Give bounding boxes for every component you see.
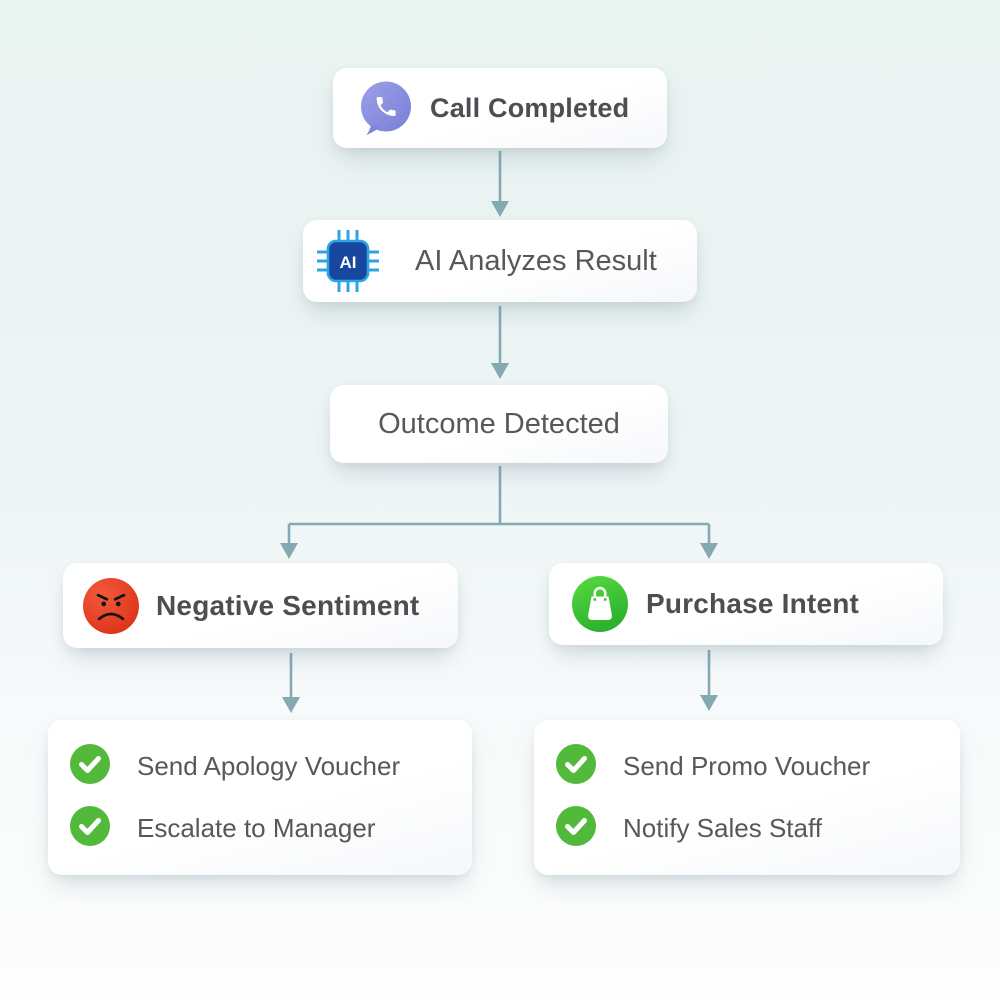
node-ai-analyzes-label: AI Analyzes Result xyxy=(415,244,657,277)
ai-chip-icon: AI xyxy=(316,229,380,293)
shopping-bag-icon xyxy=(571,575,629,633)
node-purchase-intent: Purchase Intent xyxy=(549,563,943,645)
check-circle-icon xyxy=(556,805,596,851)
arrowhead-ai-to-outcome xyxy=(491,363,509,379)
arrowhead-branch-right xyxy=(700,543,718,559)
phone-bubble-icon xyxy=(359,81,413,135)
node-outcome-detected-label: Outcome Detected xyxy=(378,407,620,440)
arrowhead-call-to-ai xyxy=(491,201,509,217)
action-row: Escalate to Manager xyxy=(48,805,472,851)
node-call-completed-label: Call Completed xyxy=(430,92,630,123)
arrowhead-negative-to-actions xyxy=(282,697,300,713)
action-label: Send Apology Voucher xyxy=(137,751,401,782)
node-negative-sentiment-label: Negative Sentiment xyxy=(156,589,420,621)
node-ai-analyzes: AI AI Analyzes Result xyxy=(303,220,697,302)
action-label: Escalate to Manager xyxy=(137,812,376,843)
check-circle-icon xyxy=(70,805,110,851)
action-row: Send Apology Voucher xyxy=(48,744,472,789)
arrowhead-branch-left xyxy=(280,543,298,559)
action-label: Notify Sales Staff xyxy=(623,812,822,843)
node-purchase-actions: Send Promo Voucher Notify Sales Staff xyxy=(534,720,960,875)
ai-chip-label: AI xyxy=(340,253,357,272)
check-circle-icon xyxy=(556,744,596,789)
action-row: Notify Sales Staff xyxy=(534,805,960,851)
action-label: Send Promo Voucher xyxy=(623,751,871,782)
action-row: Send Promo Voucher xyxy=(534,744,960,789)
node-negative-actions: Send Apology Voucher Escalate to Manager xyxy=(48,720,472,875)
angry-face-icon xyxy=(82,577,140,635)
node-outcome-detected: Outcome Detected xyxy=(330,385,668,463)
arrowhead-purchase-to-actions xyxy=(700,695,718,711)
check-circle-icon xyxy=(70,744,110,789)
node-purchase-intent-label: Purchase Intent xyxy=(646,588,860,619)
branch-connector-line xyxy=(287,466,711,544)
node-negative-sentiment: Negative Sentiment xyxy=(63,563,458,648)
node-call-completed: Call Completed xyxy=(333,68,667,148)
